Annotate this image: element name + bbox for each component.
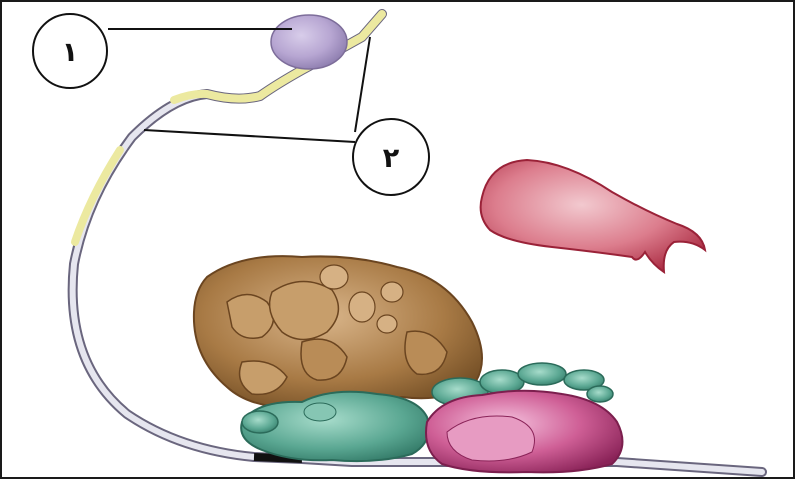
callout-2: ٢ bbox=[353, 119, 429, 195]
muscle-fiber bbox=[481, 160, 705, 272]
callout-1: ١ bbox=[33, 14, 107, 88]
cell-body bbox=[271, 15, 347, 69]
pink-organ bbox=[426, 391, 622, 473]
leader-line-2b bbox=[355, 37, 370, 132]
callout-2-label: ٢ bbox=[383, 143, 400, 174]
callout-1-label: ١ bbox=[62, 37, 78, 68]
leader-line-2a bbox=[144, 130, 355, 142]
myelin-segment-lower bbox=[75, 150, 120, 242]
